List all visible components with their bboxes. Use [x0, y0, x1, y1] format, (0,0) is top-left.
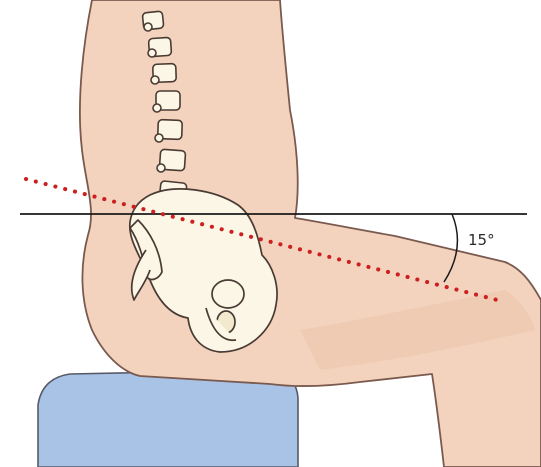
acetabulum	[212, 280, 244, 308]
seat-cushion	[38, 370, 298, 467]
angle-label: 15°	[468, 233, 495, 248]
